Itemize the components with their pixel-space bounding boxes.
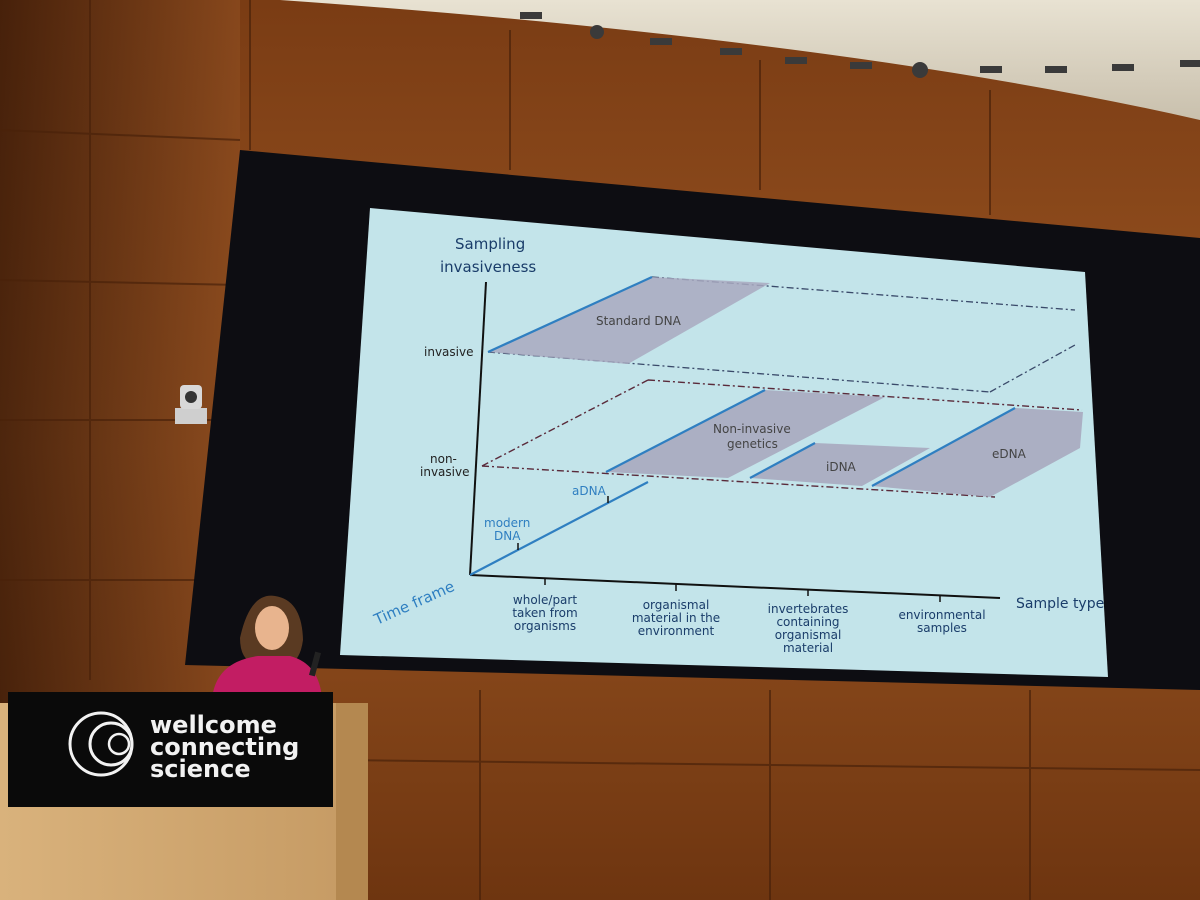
wall-camera (175, 385, 207, 424)
y-axis-title-2: invasiveness (440, 258, 536, 276)
category-whole-part: whole/part taken from organisms (512, 593, 577, 633)
x-axis-ticks (544, 578, 941, 602)
logo-inner-ring (88, 721, 134, 767)
cat2-line1: organismal (643, 598, 710, 612)
category-environmental: environmental samples (898, 608, 985, 635)
category-organismal-material: organismal material in the environment (632, 598, 720, 638)
edna-edge (871, 407, 1016, 487)
idna-edge (749, 442, 816, 479)
y-axis-title-1: Sampling (455, 235, 525, 253)
cat3-line3: organismal (775, 628, 842, 642)
edna-label: eDNA (992, 447, 1027, 461)
ceiling-lights (520, 12, 1200, 78)
speaker (212, 595, 322, 700)
cat1-line2: taken from (512, 606, 577, 620)
time-adna-label: aDNA (572, 484, 607, 498)
time-modern-label-1: modern (484, 516, 530, 530)
edna-region (872, 408, 1083, 497)
cat2-line2: material in the (632, 611, 720, 625)
podium: wellcome connecting science (0, 692, 368, 900)
x-axis-title: Sample type (1016, 596, 1104, 612)
cat3-line1: invertebrates (768, 602, 849, 616)
time-axis-ticks (517, 496, 609, 550)
x-axis (469, 574, 1001, 599)
y-axis (469, 281, 487, 576)
level-noninvasive-1: non- (430, 452, 457, 466)
logo-core-ring (107, 732, 131, 756)
logo-line-3: science (150, 755, 251, 783)
time-modern-label-2: DNA (494, 529, 521, 543)
idna-label: iDNA (826, 460, 857, 474)
logo-line-1: wellcome (150, 711, 277, 739)
cat2-line3: environment (638, 624, 715, 638)
cat3-line2: containing (776, 615, 839, 629)
logo-line-2: connecting (150, 733, 299, 761)
ceiling (280, 0, 1200, 120)
cat1-line1: whole/part (513, 593, 577, 607)
noninvasive-genetics-edge (605, 389, 766, 473)
standard-dna-region (488, 277, 770, 364)
noninvasive-genetics-label-2: genetics (727, 437, 778, 451)
level-noninvasive-2: invasive (420, 465, 469, 479)
time-axis (469, 481, 649, 576)
cat4-line2: samples (917, 621, 967, 635)
cat1-line3: organisms (514, 619, 576, 633)
level-invasive: invasive (424, 345, 473, 359)
standard-dna-edge (487, 275, 653, 354)
cat3-line4: material (783, 641, 833, 655)
idna-region (750, 443, 930, 486)
noninvasive-plane (481, 379, 1083, 498)
noninvasive-genetics-label-1: Non-invasive (713, 422, 791, 436)
cat4-line1: environmental (898, 608, 985, 622)
standard-dna-label: Standard DNA (596, 314, 682, 328)
noninvasive-genetics-region (606, 390, 885, 478)
category-invertebrates: invertebrates containing organismal mate… (768, 602, 849, 655)
